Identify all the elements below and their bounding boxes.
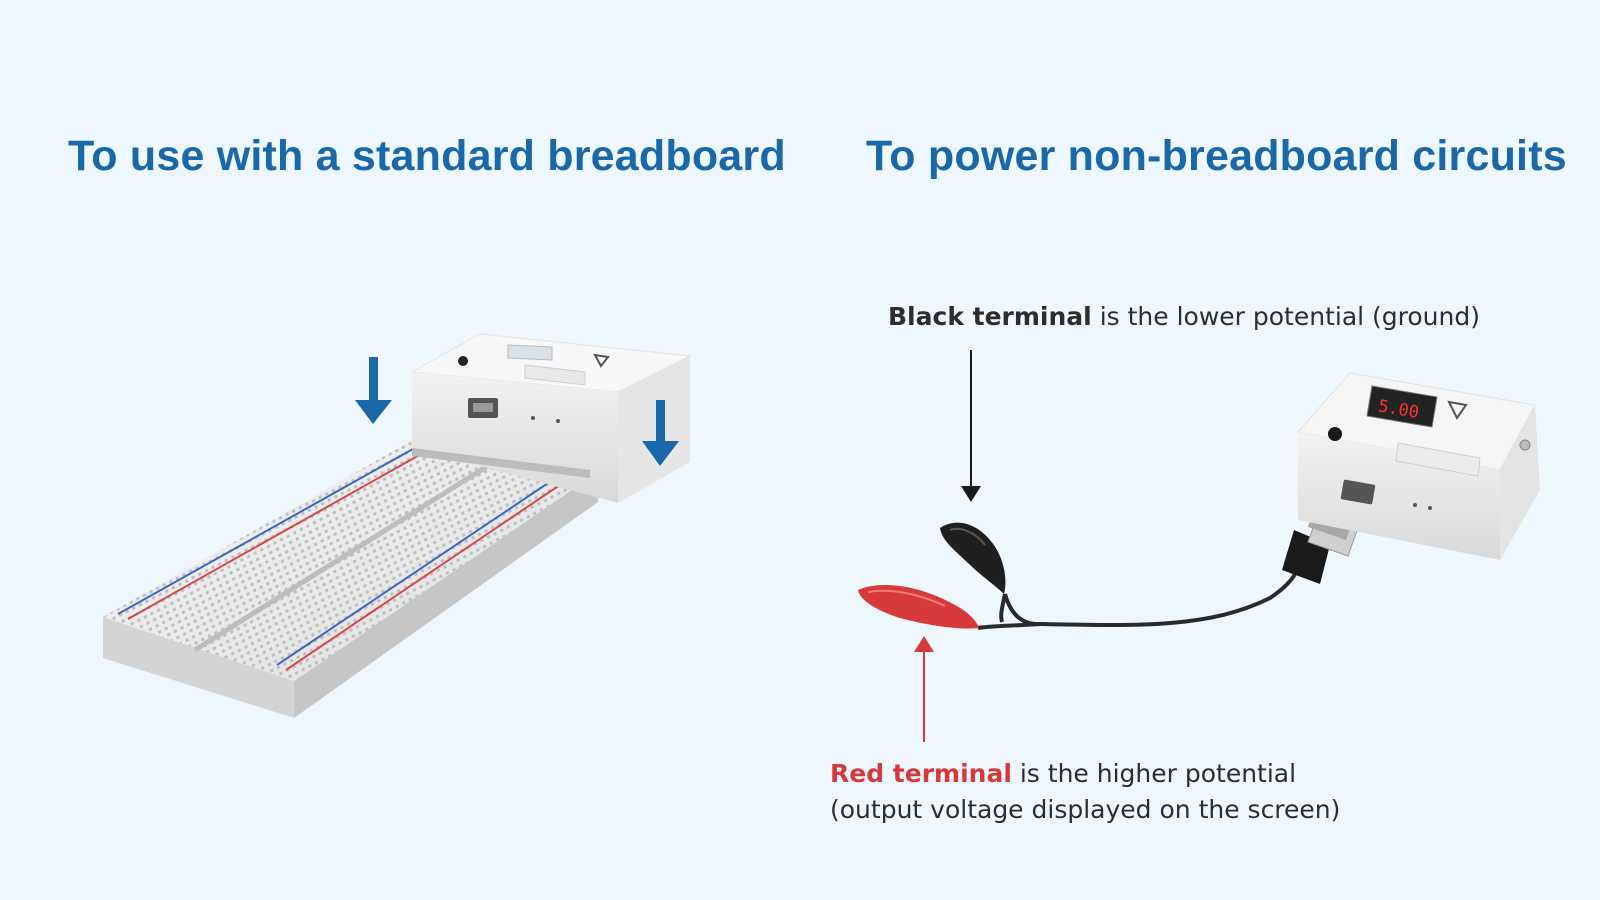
brand-logo-icon <box>1447 400 1468 420</box>
red-terminal-pointer <box>914 636 934 742</box>
cable <box>1003 555 1304 627</box>
red-terminal-description: is the higher potential <box>1011 759 1297 788</box>
power-supply-module-left <box>410 333 692 503</box>
brand-logo-icon <box>593 353 610 368</box>
display-screen <box>1366 385 1438 428</box>
rail-blue-right <box>276 464 576 666</box>
breadboard <box>103 438 598 718</box>
usb-port <box>1340 479 1376 505</box>
center-channel <box>193 452 507 653</box>
power-supply-module-right: 5.00 <box>1297 372 1540 560</box>
black-terminal-description: is the lower potential (ground) <box>1091 302 1480 331</box>
power-button <box>458 356 468 366</box>
black-terminal-pointer <box>961 350 981 502</box>
display-screen <box>507 344 553 361</box>
red-terminal-label: Red terminal <box>830 759 1012 788</box>
power-button <box>1328 427 1342 441</box>
rail-blue-left <box>117 444 421 615</box>
red-terminal-caption: Red terminal is the higher potential (out… <box>830 756 1340 828</box>
black-terminal-label: Black terminal <box>888 302 1092 331</box>
left-heading: To use with a standard breadboard <box>68 132 786 180</box>
black-terminal-caption: Black terminal is the lower potential (g… <box>888 299 1480 335</box>
black-alligator-clip <box>940 522 1006 594</box>
arrow-down-icon <box>355 357 392 424</box>
rail-red-left <box>127 448 431 620</box>
red-terminal-description-line2: (output voltage displayed on the screen) <box>830 795 1341 824</box>
red-alligator-clip <box>858 585 979 629</box>
rail-red-right <box>285 469 583 671</box>
right-heading: To power non-breadboard circuits <box>866 132 1567 180</box>
arrow-down-icon <box>642 400 679 466</box>
